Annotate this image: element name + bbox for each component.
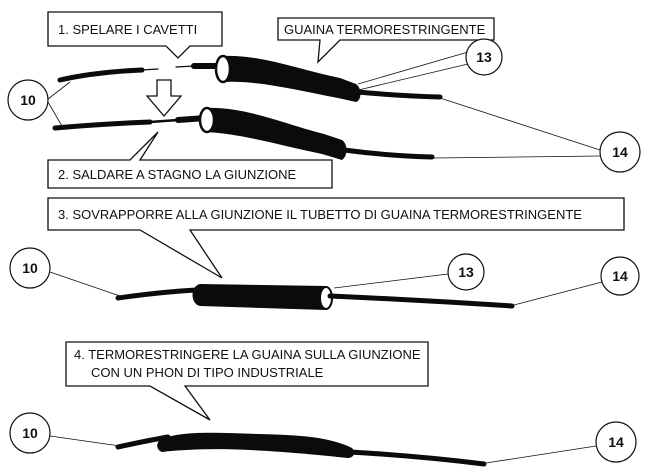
- right-wire-tail: [341, 147, 435, 160]
- solder-joint: [148, 118, 180, 124]
- callout-number: 10: [22, 425, 38, 441]
- leader-lines: [47, 51, 603, 464]
- callout-number: 14: [612, 144, 628, 160]
- stage-4-shrunk-sleeve: 4. TERMORESTRINGERE LA GUAINA SULLA GIUN…: [65, 341, 487, 467]
- callout-10-stage-3: 10: [9, 247, 51, 289]
- callout-13-stage-1: 13: [465, 38, 503, 76]
- stage-3-sleeve-over-joint: 3. SOVRAPPORRE ALLA GIUNZIONE IL TUBETTO…: [47, 197, 625, 310]
- step-1-callout-box: [47, 11, 223, 59]
- step-4-callout-box: [65, 341, 429, 421]
- sleeve-open-end: [198, 106, 216, 134]
- right-wire-tail: [347, 449, 487, 467]
- right-wire-tail: [355, 89, 443, 100]
- step-2-label: 2. SALDARE A STAGNO LA GIUNZIONE: [58, 167, 296, 182]
- heat-shrink-sleeve-loose: [222, 55, 361, 102]
- callout-number: 14: [612, 268, 628, 284]
- left-wire: [115, 287, 199, 301]
- left-wire: [57, 67, 145, 83]
- heat-shrink-sleeve-shrunk: [157, 432, 355, 458]
- callout-14-stage-1-2: 14: [599, 131, 641, 173]
- sleeve-open-end: [214, 54, 232, 84]
- step-3-callout-box: [47, 197, 625, 279]
- callout-number: 10: [20, 92, 36, 108]
- step-4-label-line-2: CON UN PHON DI TIPO INDUSTRIALE: [91, 365, 324, 380]
- callout-number: 14: [608, 434, 624, 450]
- step-3-label: 3. SOVRAPPORRE ALLA GIUNZIONE IL TUBETTO…: [58, 207, 582, 222]
- callout-number: 13: [476, 49, 492, 65]
- step-2-callout-box: [47, 131, 333, 189]
- callout-number: 10: [22, 260, 38, 276]
- step-1-label: 1. SPELARE I CAVETTI: [58, 22, 197, 37]
- callout-13-stage-3: 13: [447, 253, 485, 291]
- down-arrow-icon: [145, 79, 183, 118]
- callout-14-stage-3: 14: [600, 256, 640, 296]
- heat-shrink-sleeve-loose: [206, 107, 347, 160]
- stage-2-soldered-joint: 2. SALDARE A STAGNO LA GIUNZIONE: [47, 106, 435, 189]
- callout-14-stage-4: 14: [595, 421, 637, 463]
- heat-shrink-sleeve: [192, 284, 333, 310]
- left-wire: [115, 434, 171, 450]
- sheath-callout-box: [277, 17, 495, 64]
- callout-number: 13: [458, 264, 474, 280]
- stage-1-stripped-wires: 1. SPELARE I CAVETTI GUAINA TERMORESTRIN…: [47, 11, 495, 118]
- step-4-label-line-1: 4. TERMORESTRINGERE LA GUAINA SULLA GIUN…: [74, 347, 421, 362]
- left-wire: [52, 119, 153, 131]
- sheath-label: GUAINA TERMORESTRINGENTE: [284, 22, 486, 37]
- right-bare-conductor: [175, 65, 195, 68]
- left-bare-conductor: [141, 68, 159, 71]
- callout-10-stage-4: 10: [9, 412, 51, 454]
- callout-10-stage-1: 10: [7, 79, 49, 121]
- right-wire-tail: [327, 293, 515, 309]
